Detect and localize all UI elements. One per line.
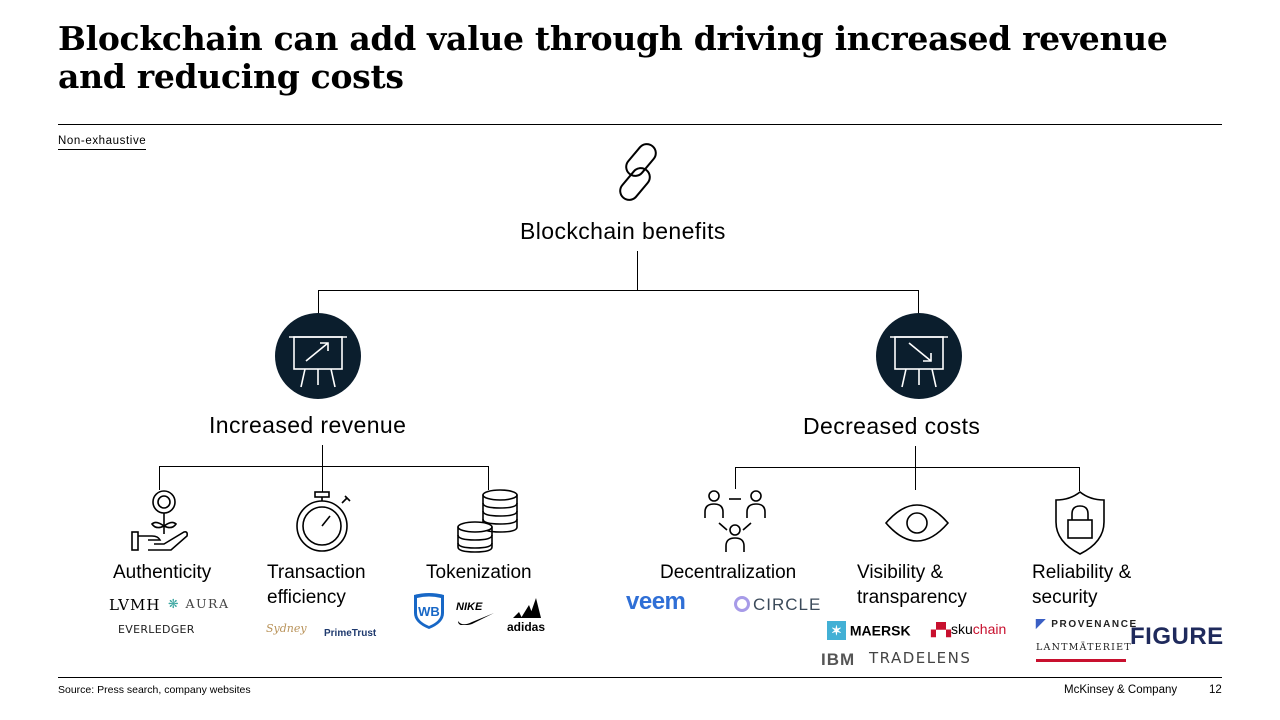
page-title: Blockchain can add value through driving… (58, 19, 1168, 96)
reliability-security-label: Reliability & security (1032, 562, 1132, 608)
skuchain-logo: ▞▚skuchain (931, 621, 1007, 637)
svg-text:WB: WB (418, 604, 440, 619)
connector (918, 290, 919, 314)
ibm-logo: IBM (821, 650, 856, 669)
connector (159, 466, 489, 467)
title-divider (58, 124, 1222, 125)
lantmateriet-logo: LANTMÄTERIET (1036, 643, 1131, 662)
connector (318, 290, 919, 291)
flower-in-hand-icon (131, 490, 188, 551)
aura-logo: ❋ AURA (168, 596, 230, 611)
footer-divider (58, 677, 1222, 678)
connector (318, 290, 319, 314)
lvmh-logo: LVMH (109, 596, 161, 614)
connector (1079, 467, 1080, 491)
source-note: Source: Press search, company websites (58, 684, 251, 696)
costs-label: Decreased costs (803, 413, 981, 439)
figure-logo: FIGURE (1130, 623, 1224, 650)
veem-logo: veem (626, 588, 686, 615)
brand-name: McKinsey & Company (1064, 684, 1178, 696)
connector (915, 446, 916, 490)
root-label: Blockchain benefits (520, 218, 726, 244)
network-people-icon (704, 490, 766, 552)
tokenization-label: Tokenization (426, 562, 532, 583)
transaction-efficiency-label: Transaction efficiency (267, 562, 366, 608)
tradelens-logo: TRADELENS (869, 649, 972, 667)
connector (735, 467, 736, 489)
chart-up-icon (275, 313, 361, 399)
chain-link-icon (619, 143, 657, 201)
sydney-logo: Sydney (266, 622, 307, 635)
visibility-transparency-label: Visibility & transparency (857, 562, 967, 608)
non-exhaustive-tag: Non-exhaustive (58, 135, 147, 150)
chart-down-icon (876, 313, 962, 399)
provenance-logo: ◤ PROVENANCE (1036, 616, 1138, 630)
authenticity-label: Authenticity (113, 562, 212, 583)
primetrust-logo: PrimeTrust (324, 628, 377, 639)
adidas-logo: adidas (503, 598, 549, 633)
revenue-label: Increased revenue (209, 412, 407, 438)
page-number: 12 (1209, 684, 1222, 696)
everledger-logo: EVERLEDGER (118, 623, 195, 636)
coin-stacks-icon (457, 489, 518, 553)
warner-bros-logo: WB (414, 593, 444, 629)
connector (735, 467, 1080, 468)
eye-icon (884, 504, 950, 542)
stopwatch-icon (296, 491, 351, 552)
shield-lock-icon (1055, 490, 1105, 555)
decentralization-label: Decentralization (660, 562, 797, 583)
connector (637, 251, 638, 291)
nike-logo: NIKE (456, 602, 496, 625)
circle-logo: CIRCLE (734, 596, 821, 613)
connector (322, 445, 323, 466)
maersk-logo: ✶ MAERSK (827, 621, 911, 640)
connector (488, 466, 489, 490)
connector (322, 466, 323, 492)
connector (159, 466, 160, 490)
